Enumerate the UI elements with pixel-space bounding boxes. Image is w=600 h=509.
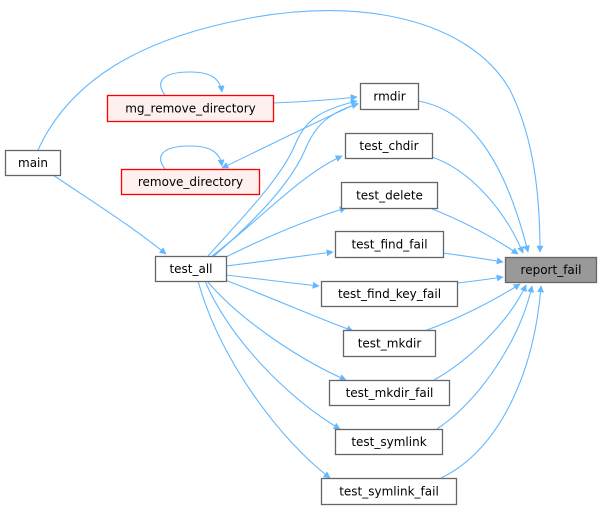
- node-report-fail[interactable]: report_fail: [504, 256, 598, 284]
- node-test-chdir[interactable]: test_chdir: [344, 132, 434, 160]
- node-label: remove_directory: [138, 175, 243, 189]
- edge-test-delete-to-report-fail: [429, 207, 519, 255]
- node-box[interactable]: [320, 477, 458, 506]
- edge-main-to-test-all: [52, 174, 167, 255]
- edge-test-all-to-test-symlink-fail: [197, 280, 331, 479]
- node-label: rmdir: [373, 90, 405, 104]
- edge-test-find-key-fail-to-report-fail: [456, 274, 504, 284]
- edge-test-all-to-test-find-fail: [225, 249, 334, 267]
- node-test-find-key-fail[interactable]: test_find_key_fail: [320, 280, 459, 308]
- edge-remove-directory-to-remove-directory: [160, 145, 225, 170]
- edge-test-all-to-test-find-key-fail: [225, 274, 320, 289]
- edge-rmdir-to-report-fail: [417, 100, 530, 253]
- node-label: mg_remove_directory: [125, 102, 256, 116]
- edge-test-all-to-test-chdir: [211, 155, 343, 257]
- edge-test-all-to-test-mkdir-fail: [206, 280, 347, 381]
- node-test-mkdir[interactable]: test_mkdir: [342, 329, 437, 358]
- node-mg-remove-directory[interactable]: mg_remove_directory: [106, 94, 275, 123]
- node-test-find-fail[interactable]: test_find_fail: [334, 230, 445, 259]
- node-box[interactable]: [4, 149, 62, 177]
- node-remove-directory[interactable]: remove_directory: [120, 168, 261, 196]
- node-box[interactable]: [320, 280, 459, 308]
- node-label: test_chdir: [359, 139, 418, 153]
- nodes-layer: mainmg_remove_directoryremove_directoryt…: [4, 82, 598, 506]
- edge-main-to-report-fail: [37, 10, 544, 253]
- node-label: main: [18, 156, 48, 170]
- edge-test-mkdir-to-report-fail: [426, 283, 521, 331]
- node-box[interactable]: [334, 428, 444, 456]
- edge-test-chdir-to-report-fail: [431, 156, 524, 254]
- edge-test-symlink-to-report-fail: [436, 285, 535, 430]
- node-main[interactable]: main: [4, 149, 62, 177]
- node-box[interactable]: [504, 256, 598, 284]
- edge-test-mkdir-fail-to-report-fail: [433, 284, 527, 381]
- node-test-all[interactable]: test_all: [154, 255, 228, 283]
- node-test-delete[interactable]: test_delete: [340, 181, 439, 210]
- node-box[interactable]: [120, 168, 261, 196]
- node-test-symlink[interactable]: test_symlink: [334, 428, 444, 456]
- node-label: test_find_key_fail: [338, 287, 441, 301]
- node-test-symlink-fail[interactable]: test_symlink_fail: [320, 477, 458, 506]
- edge-test-all-to-test-symlink: [204, 280, 341, 430]
- node-box[interactable]: [359, 82, 420, 111]
- node-test-mkdir-fail[interactable]: test_mkdir_fail: [328, 379, 451, 407]
- node-box[interactable]: [106, 94, 275, 123]
- node-label: test_mkdir: [358, 337, 422, 351]
- node-box[interactable]: [342, 329, 437, 358]
- node-rmdir[interactable]: rmdir: [359, 82, 420, 111]
- edge-test-symlink-fail-to-report-fail: [440, 285, 545, 479]
- edge-test-all-to-rmdir-2: [213, 102, 359, 257]
- node-box[interactable]: [334, 230, 445, 259]
- node-label: report_fail: [521, 263, 582, 277]
- node-box[interactable]: [328, 379, 451, 407]
- node-label: test_find_fail: [351, 238, 427, 252]
- node-box[interactable]: [344, 132, 434, 160]
- edge-mg-remove-directory-to-mg-remove-directory: [160, 71, 225, 96]
- edge-test-all-to-test-delete: [223, 206, 347, 259]
- edge-mg-remove-directory-to-rmdir: [272, 94, 358, 104]
- edge-test-all-to-test-mkdir: [224, 279, 354, 333]
- node-box[interactable]: [154, 255, 228, 283]
- node-label: test_delete: [356, 189, 423, 203]
- edges-layer: [37, 10, 545, 479]
- edge-test-all-to-rmdir: [207, 99, 358, 257]
- node-label: test_symlink: [351, 435, 426, 449]
- edge-test-find-fail-to-report-fail: [442, 252, 504, 265]
- node-box[interactable]: [340, 181, 439, 210]
- node-label: test_all: [169, 262, 212, 276]
- node-label: test_symlink_fail: [339, 485, 439, 499]
- node-label: test_mkdir_fail: [346, 386, 434, 400]
